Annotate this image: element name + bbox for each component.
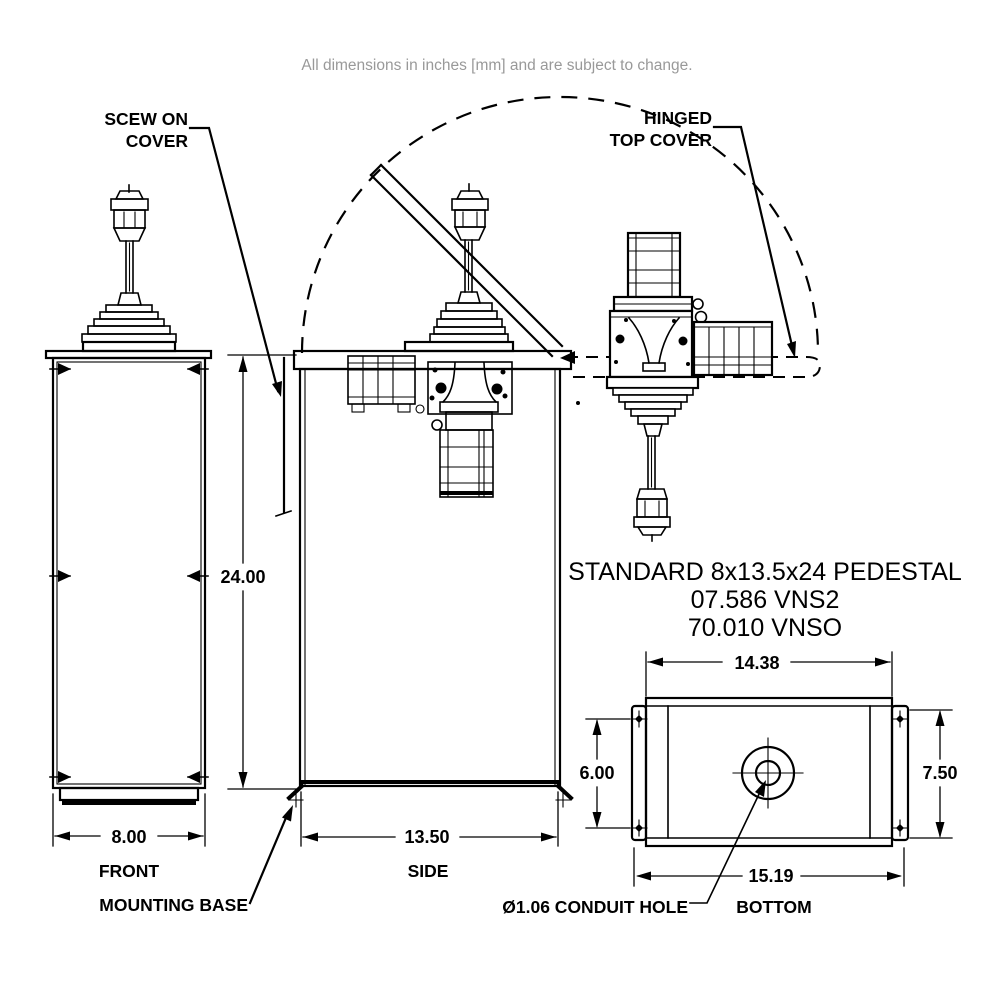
mounting-base-callout: MOUNTING BASE <box>99 805 293 915</box>
bottom-top-width-dimension: 14.38 <box>645 651 893 697</box>
front-screw-marks <box>49 363 209 783</box>
side-joystick-mechanism <box>427 361 513 498</box>
side-feet <box>286 783 574 808</box>
height-dimension: 24.00 <box>220 354 297 790</box>
flipped-joystick-assembly <box>576 231 774 542</box>
conduit-hole-callout: Ø1.06 CONDUIT HOLE <box>502 780 766 917</box>
cover-swing-arc <box>300 95 820 354</box>
front-view: 8.00 FRONT <box>44 184 213 881</box>
dim-height: 24.00 <box>220 567 265 587</box>
side-terminal-block <box>347 355 425 414</box>
conduit-hole <box>732 737 804 809</box>
hinged-cover-label-line2: TOP COVER <box>610 130 713 150</box>
joystick-side <box>403 183 515 353</box>
side-top-plate <box>292 349 573 371</box>
bottom-overall-width-dimension: 15.19 <box>633 847 905 887</box>
title-block: STANDARD 8x13.5x24 PEDESTAL 07.586 VNS2 … <box>568 558 962 642</box>
side-cabinet-box <box>298 367 562 788</box>
front-cabinet-box <box>51 356 207 790</box>
dim-depth: 13.50 <box>404 827 449 847</box>
front-view-label: FRONT <box>99 861 160 881</box>
hinged-top-cover-callout: HINGED TOP COVER <box>610 108 796 358</box>
depth-dimension: 13.50 <box>300 791 559 847</box>
dim-front-width: 8.00 <box>111 827 146 847</box>
title-line3: 70.010 VNSO <box>688 614 842 642</box>
stray-dot <box>576 401 580 405</box>
mounting-base-label: MOUNTING BASE <box>99 895 248 915</box>
dim-bottom-overall-width: 15.19 <box>748 866 793 886</box>
bottom-mounting-holes <box>631 710 909 837</box>
bottom-view: 14.38 6.00 7.50 15.19 Ø1.06 COND <box>502 651 958 917</box>
conduit-hole-label: Ø1.06 CONDUIT HOLE <box>502 897 688 917</box>
side-view: 24.00 13.50 SIDE <box>220 183 574 881</box>
front-mounting-base <box>58 786 200 805</box>
screw-on-cover-label-line2: COVER <box>126 131 189 151</box>
bottom-body <box>644 696 894 848</box>
dim-hole-spacing: 6.00 <box>579 763 614 783</box>
screw-on-cover-callout: SCEW ON COVER <box>104 109 282 397</box>
dimension-note: All dimensions in inches [mm] and are su… <box>301 57 692 74</box>
screw-on-cover-label-line1: SCEW ON <box>104 109 188 129</box>
bottom-height-dimension: 7.50 <box>909 709 958 839</box>
front-width-dimension: 8.00 <box>52 793 206 847</box>
hole-spacing-dimension: 6.00 <box>579 718 631 829</box>
title-line1: STANDARD 8x13.5x24 PEDESTAL <box>568 558 962 586</box>
open-cover-flat <box>560 351 822 378</box>
joystick-front <box>81 184 177 353</box>
dim-bottom-top-width: 14.38 <box>734 653 779 673</box>
hinged-cover-label-line1: HINGED <box>644 108 712 128</box>
side-view-label: SIDE <box>408 861 449 881</box>
screw-on-cover-edge <box>274 356 293 518</box>
dim-bottom-height: 7.50 <box>922 763 957 783</box>
bottom-view-label: BOTTOM <box>736 897 812 917</box>
title-line2: 07.586 VNS2 <box>691 586 840 614</box>
